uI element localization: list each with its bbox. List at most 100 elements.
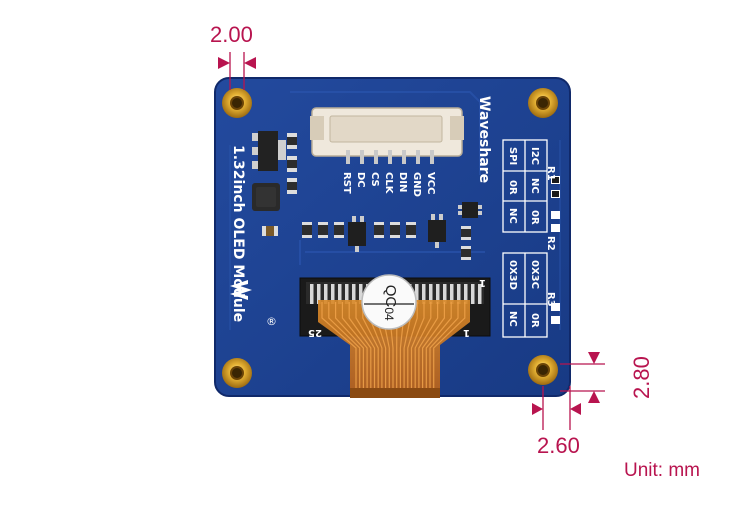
- capacitor-pad: [302, 222, 312, 225]
- connector-pin: [388, 150, 392, 164]
- fpc-pin: [352, 284, 356, 304]
- waveshare-logo: [230, 280, 252, 300]
- pin-label-gnd: GND: [411, 172, 422, 197]
- fpc-pin: [457, 284, 461, 304]
- fpc-pin: [422, 284, 426, 304]
- mode-header-i2c: I2C: [529, 147, 540, 165]
- addr-r1-3d: NC: [507, 311, 518, 327]
- ribbon-trace: [407, 302, 418, 390]
- pin-label-dc: DC: [355, 172, 366, 188]
- pin-label-cs: CS: [369, 172, 380, 187]
- inductor: [252, 183, 280, 211]
- capacitor-pad: [334, 235, 344, 238]
- addr-r1-3c: 0R: [529, 313, 540, 328]
- fpc-pin: [471, 284, 475, 304]
- ribbon-trace: [414, 302, 432, 390]
- connector-pin: [374, 150, 378, 164]
- connector-pin: [360, 150, 364, 164]
- fpc-pin: [359, 284, 363, 304]
- qc-sticker: QC 04: [361, 274, 417, 330]
- connector-pin: [402, 150, 406, 164]
- capacitor-right: [461, 226, 471, 260]
- resistor-pad: [406, 222, 416, 225]
- fpc-label-left: 25: [308, 327, 322, 338]
- capacitor-left-3: [287, 178, 297, 194]
- fpc-pin: [310, 284, 314, 304]
- capacitor-pad: [318, 235, 328, 238]
- resistor-pad: [390, 235, 400, 238]
- capacitor-mid-3: [334, 222, 344, 238]
- ribbon-trace: [348, 302, 372, 390]
- fpc-pin: [429, 284, 433, 304]
- dimension-right-vertical: 2.80: [560, 352, 654, 403]
- address-table: 0X3C 0X3D 0R NC: [502, 252, 548, 338]
- fpc-pin: [443, 284, 447, 304]
- capacitor-pad: [318, 222, 328, 225]
- resistor-mid-3: [406, 222, 416, 238]
- resistor-mid-2: [390, 222, 400, 238]
- brand-text: Waveshare: [476, 96, 492, 183]
- pin-label-clk: CLK: [383, 172, 394, 195]
- mode-table: I2C SPI NC 0R 0R NC: [502, 139, 548, 233]
- mounting-hole-bottom-left: [222, 358, 252, 388]
- capacitor-left-2: [287, 156, 297, 172]
- fpc-pin: [478, 284, 482, 304]
- mounting-hole-top-left: [222, 88, 252, 118]
- resistor-label-r1: R1: [545, 166, 556, 181]
- ribbon-trace: [433, 302, 466, 390]
- component-row: [302, 222, 416, 238]
- unit-label: Unit: mm: [624, 460, 700, 481]
- ic-small-right: [458, 202, 482, 218]
- pin-label-din: DIN: [397, 172, 408, 192]
- ribbon-trace: [422, 302, 445, 390]
- dimension-label-2-60: 2.60: [537, 433, 580, 458]
- connector-pin: [346, 150, 350, 164]
- mode-r1-spi: 0R: [507, 180, 518, 195]
- ribbon-trace: [335, 302, 364, 390]
- dimension-top-left: 2.00: [210, 22, 256, 90]
- resistor-pads: [551, 176, 560, 324]
- pin-header-connector: [310, 107, 464, 164]
- connector-pin: [430, 150, 434, 164]
- fpc-pin: [324, 284, 328, 304]
- fpc-pin: [317, 284, 321, 304]
- fpc-pin: [338, 284, 342, 304]
- ribbon-trace: [425, 302, 452, 390]
- fpc-label-top-right: 1: [479, 277, 486, 288]
- transistor-1: [348, 216, 366, 252]
- fpc-pin: [436, 284, 440, 304]
- addr-header-3d: 0X3D: [507, 260, 518, 290]
- pin-label-vcc: VCC: [425, 172, 436, 194]
- capacitor-left-4: [262, 226, 278, 236]
- resistor-label-r2: R2: [545, 236, 556, 251]
- registered-mark: ®: [266, 315, 277, 328]
- fpc-pin: [464, 284, 468, 304]
- resistor-pad: [374, 235, 384, 238]
- ribbon-trace: [328, 302, 361, 390]
- dimension-label-2-00: 2.00: [210, 22, 253, 47]
- fpc-label-right: 1: [463, 327, 470, 338]
- product-name-text: 1.32inch OLED Module: [230, 145, 246, 322]
- qc-sticker-top: QC: [382, 285, 399, 308]
- capacitor-mid-2: [318, 222, 328, 238]
- mounting-hole-bottom-right: [528, 355, 558, 385]
- connector-pin: [416, 150, 420, 164]
- ribbon-trace: [410, 302, 425, 390]
- ribbon-trace: [429, 302, 459, 390]
- ic-regulator: [252, 131, 286, 171]
- transistor-2: [428, 214, 446, 248]
- resistor-label-r3: R3: [545, 292, 556, 307]
- mode-header-spi: SPI: [507, 147, 518, 165]
- fpc-pin: [345, 284, 349, 304]
- fpc-pin: [331, 284, 335, 304]
- fpc-ribbon: [318, 300, 470, 398]
- addr-header-3c: 0X3C: [529, 260, 540, 289]
- ribbon-trace: [418, 302, 439, 390]
- pin-label-rst: RST: [341, 172, 352, 194]
- mode-r1-i2c: NC: [529, 178, 540, 194]
- mode-r2-i2c: 0R: [529, 210, 540, 225]
- ribbon-trace: [341, 302, 368, 390]
- mounting-hole-top-right: [528, 88, 558, 118]
